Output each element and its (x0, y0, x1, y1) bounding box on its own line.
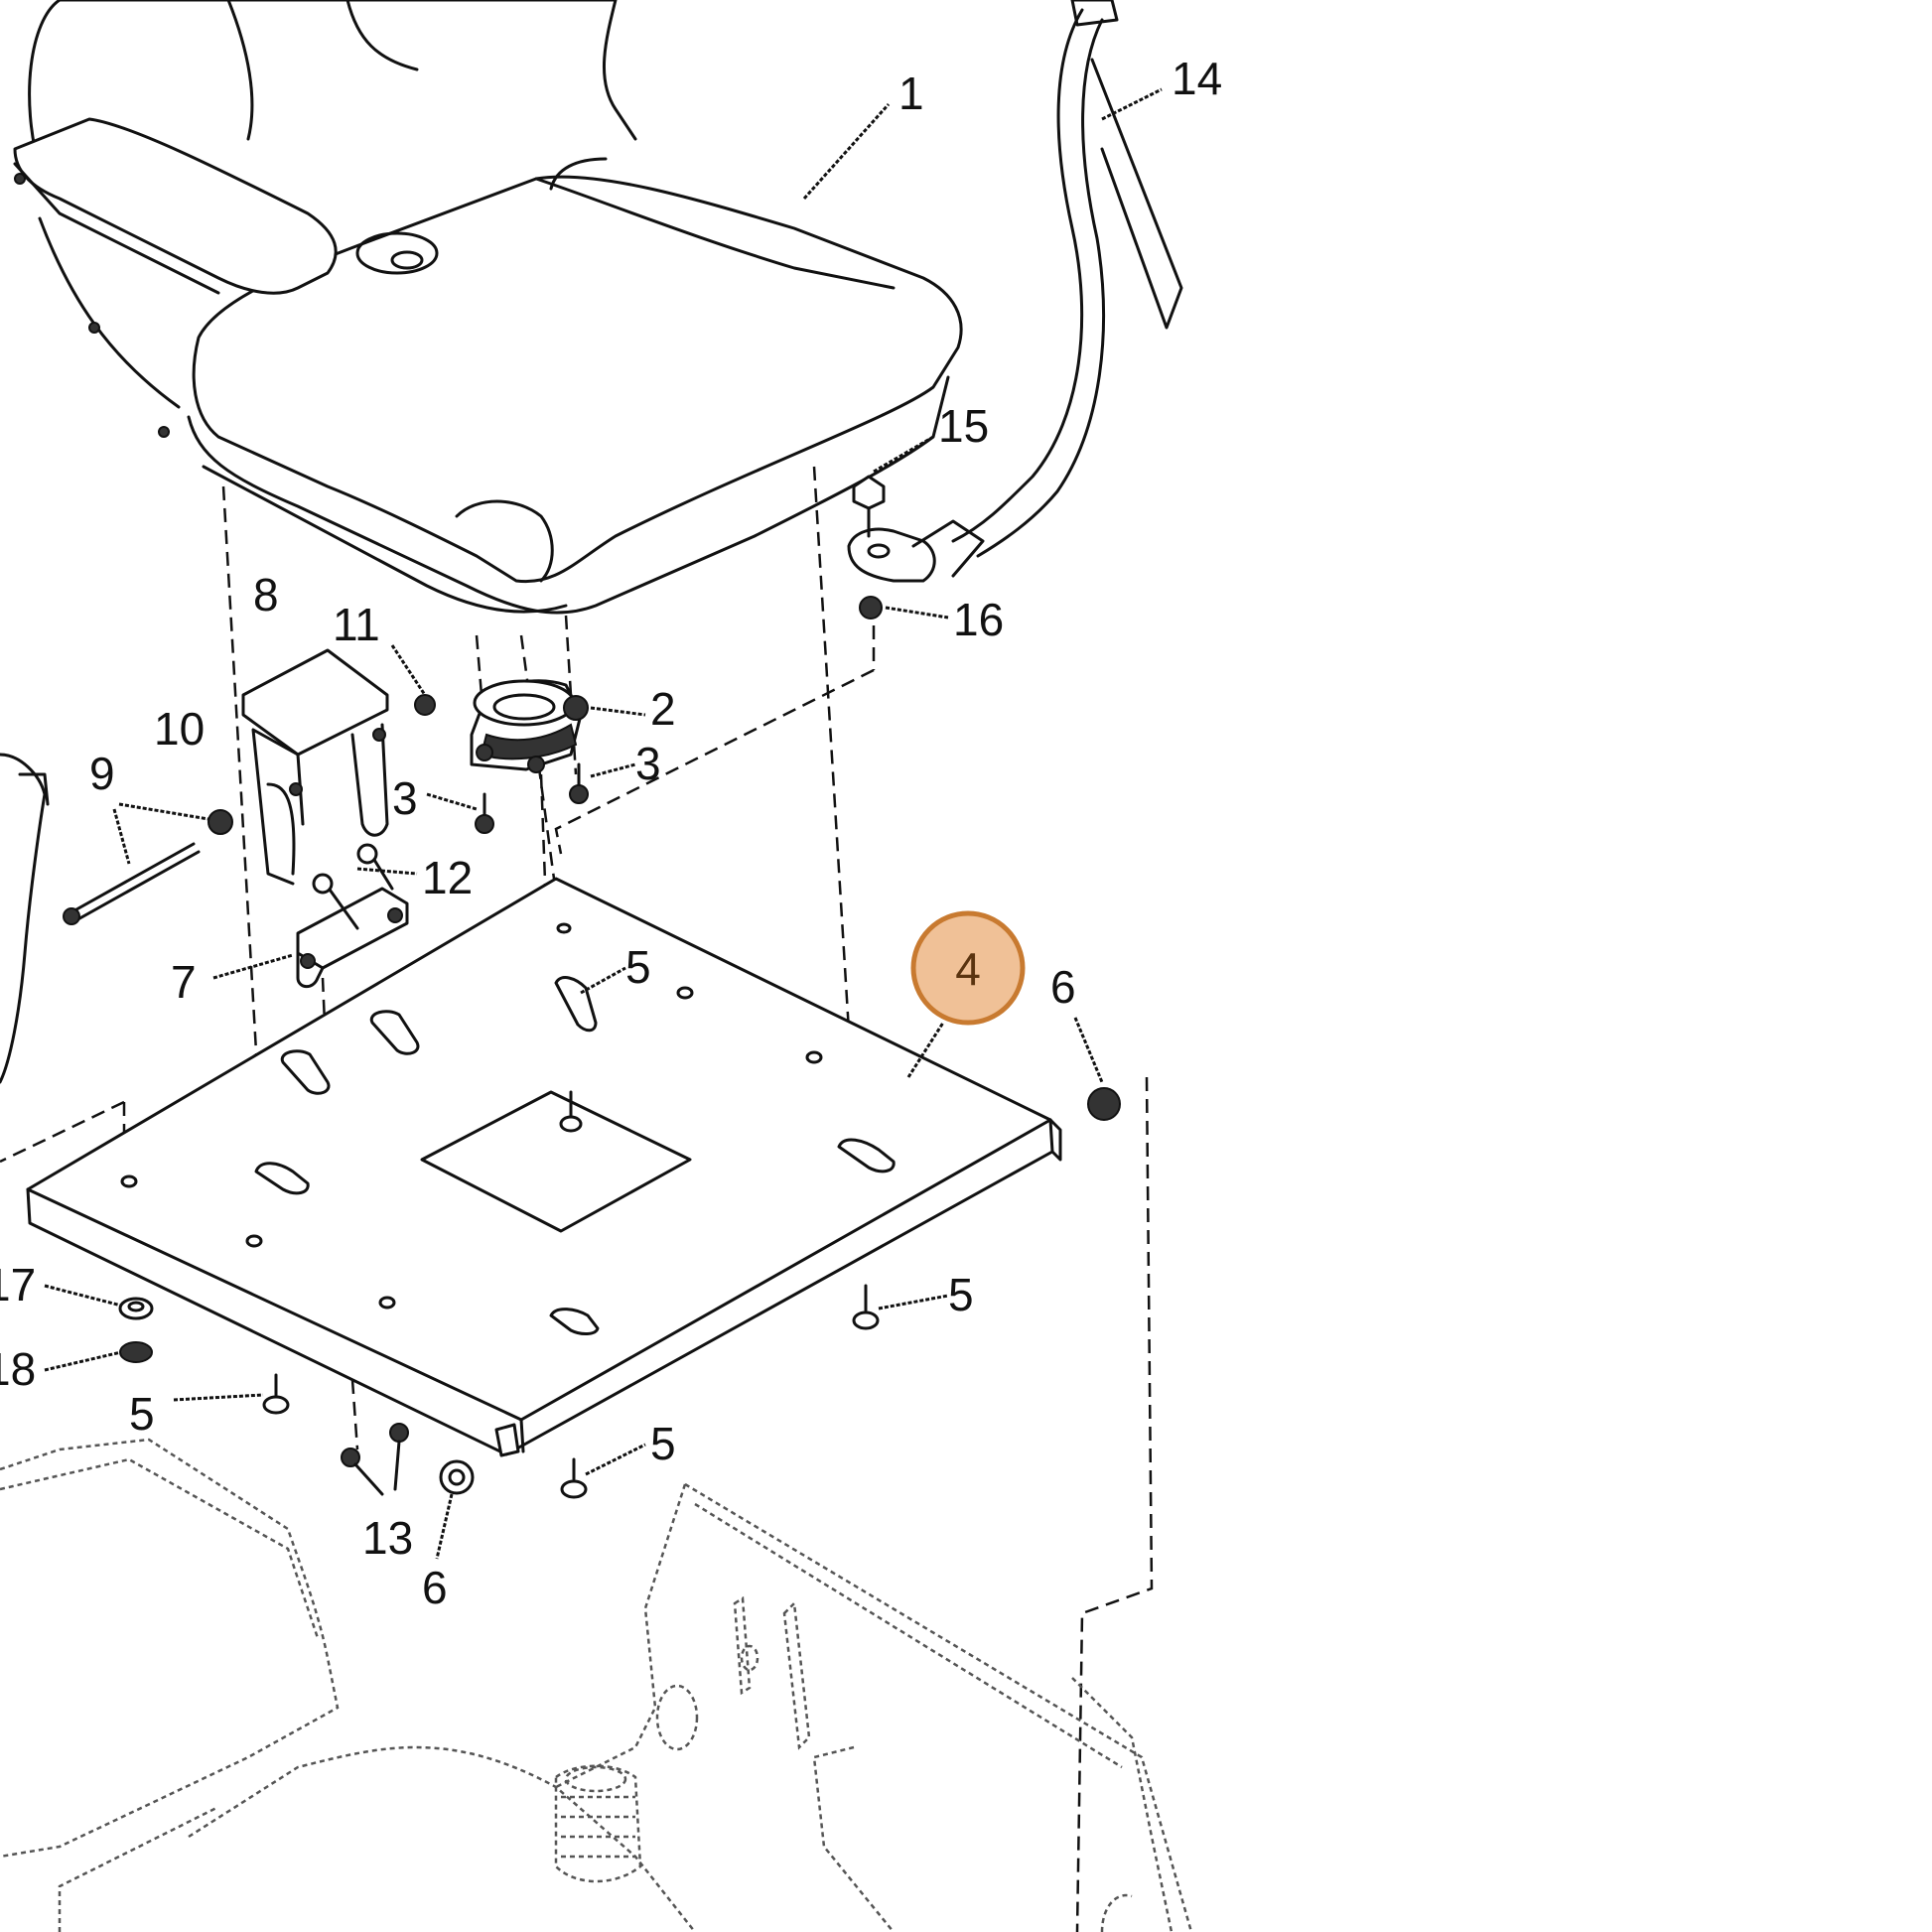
callout-5b: 5 (129, 1388, 155, 1440)
callout-14: 14 (1172, 53, 1222, 104)
callout-2: 2 (650, 683, 676, 735)
highlight-circle[interactable] (910, 910, 1026, 1026)
callout-5d: 5 (650, 1418, 676, 1469)
bracket-7 (296, 843, 409, 989)
callout-11: 11 (333, 599, 380, 650)
pivot-2 (470, 679, 589, 773)
callout-5c: 5 (948, 1269, 974, 1320)
callout-9: 9 (89, 748, 115, 799)
seat-assembly (13, 0, 963, 615)
bracket-8 (241, 648, 389, 886)
callout-6a: 6 (1050, 961, 1076, 1013)
hardware-below (118, 475, 1121, 1499)
callout-15: 15 (938, 400, 989, 452)
callout-1: 1 (898, 68, 924, 119)
callout-17: 17 (0, 1259, 36, 1311)
seat-plate-4 (26, 877, 1062, 1457)
callout-3b: 3 (392, 772, 418, 824)
bolts-3 (475, 762, 589, 834)
callout-8: 8 (253, 569, 279, 621)
callout-6b: 6 (422, 1562, 448, 1613)
callout-16: 16 (953, 594, 1004, 645)
highlight-label: 4 (955, 943, 981, 995)
pin-11 (390, 644, 436, 716)
highlight-marker-part-4[interactable]: 4 (910, 910, 1026, 1026)
callout-18: 18 (0, 1343, 36, 1395)
callout-10: 10 (154, 703, 205, 755)
seat-belt (847, 0, 1183, 583)
rod-9-and-washer-10 (63, 809, 233, 925)
callout-3a: 3 (635, 738, 661, 789)
callout-labels: 1 14 15 16 2 3 3 8 11 10 9 12 7 5 6 17 1… (0, 53, 1222, 1613)
callout-5a: 5 (625, 941, 651, 993)
callout-13: 13 (362, 1512, 413, 1564)
leader-lines (44, 87, 1163, 1560)
callout-12: 12 (422, 852, 473, 903)
callout-7: 7 (171, 956, 197, 1008)
mower-frame (0, 753, 1193, 1932)
